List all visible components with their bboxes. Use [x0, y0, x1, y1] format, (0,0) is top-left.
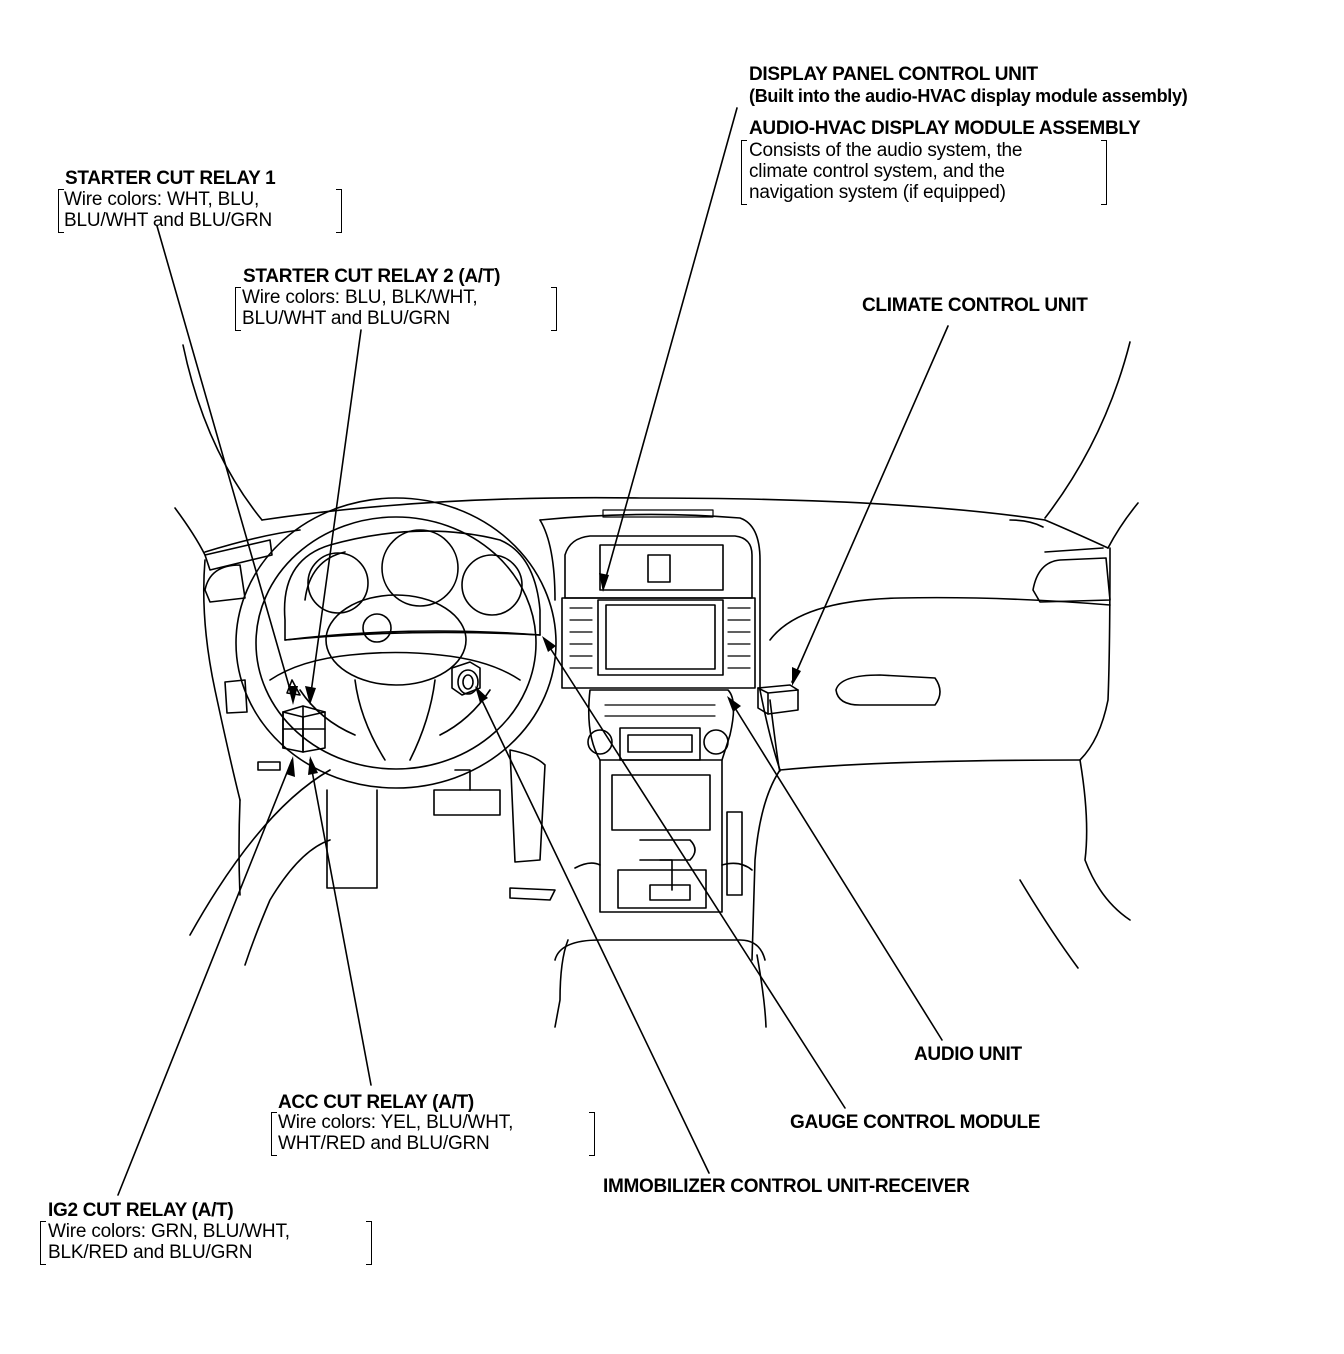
acc-cut-relay-title: ACC CUT RELAY (A/T)	[278, 1092, 474, 1113]
acc-cut-relay-note-1: Wire colors: YEL, BLU/WHT,	[278, 1112, 514, 1133]
climate-unit-box	[757, 684, 799, 715]
left-vents	[202, 539, 281, 896]
immobilizer-title: IMMOBILIZER CONTROL UNIT-RECEIVER	[603, 1176, 970, 1197]
audio-hvac-display-module-title: AUDIO-HVAC DISPLAY MODULE ASSEMBLY	[749, 118, 1141, 139]
immobilizer-ring	[451, 661, 481, 696]
display-panel-control-unit-title: DISPLAY PANEL CONTROL UNIT	[749, 64, 1038, 85]
starter-cut-relay-1-note-1: Wire colors: WHT, BLU,	[64, 189, 260, 210]
bracket-right	[589, 1112, 595, 1156]
right-panel	[751, 547, 1131, 969]
ig2-cut-relay-note-1: Wire colors: GRN, BLU/WHT,	[48, 1221, 290, 1242]
bracket-right	[551, 287, 557, 331]
climate-control-unit-title: CLIMATE CONTROL UNIT	[862, 295, 1088, 316]
instrument-cluster	[283, 529, 541, 641]
ig2-cut-relay-title: IG2 CUT RELAY (A/T)	[48, 1200, 234, 1221]
bracket-left	[40, 1221, 46, 1265]
bracket-left	[58, 189, 64, 233]
bracket-left	[235, 287, 241, 331]
starter-cut-relay-1-note-2: BLU/WHT and BLU/GRN	[64, 210, 273, 231]
steering-wheel	[235, 497, 557, 789]
audio-unit-title: AUDIO UNIT	[914, 1044, 1022, 1065]
audio-hvac-note-3: navigation system (if equipped)	[749, 182, 1006, 203]
starter-cut-relay-2-note-2: BLU/WHT and BLU/GRN	[242, 308, 451, 329]
bracket-right	[1101, 140, 1107, 205]
ig2-cut-relay-note-2: BLK/RED and BLU/GRN	[48, 1242, 253, 1263]
starter-cut-relay-2-title: STARTER CUT RELAY 2 (A/T)	[243, 266, 501, 287]
bracket-left	[271, 1112, 277, 1156]
bracket-right	[366, 1221, 372, 1265]
audio-hvac-note-1: Consists of the audio system, the	[749, 140, 1023, 161]
steering-column-pedals	[189, 749, 556, 966]
acc-cut-relay-note-2: WHT/RED and BLU/GRN	[278, 1133, 490, 1154]
starter-cut-relay-2-note-1: Wire colors: BLU, BLK/WHT,	[242, 287, 478, 308]
bracket-left	[741, 140, 747, 205]
audio-hvac-note-2: climate control system, and the	[749, 161, 1005, 182]
arrowheads	[286, 573, 801, 777]
center-stack	[554, 535, 767, 1028]
windshield-pillars	[174, 341, 1139, 556]
starter-cut-relay-1-title: STARTER CUT RELAY 1	[65, 168, 276, 189]
gauge-control-module-title: GAUGE CONTROL MODULE	[790, 1112, 1041, 1133]
bracket-right	[336, 189, 342, 233]
dash-top	[204, 496, 1109, 691]
leader-lines	[117, 107, 949, 1196]
display-panel-control-unit-subtitle: (Built into the audio-HVAC display modul…	[749, 86, 1188, 106]
